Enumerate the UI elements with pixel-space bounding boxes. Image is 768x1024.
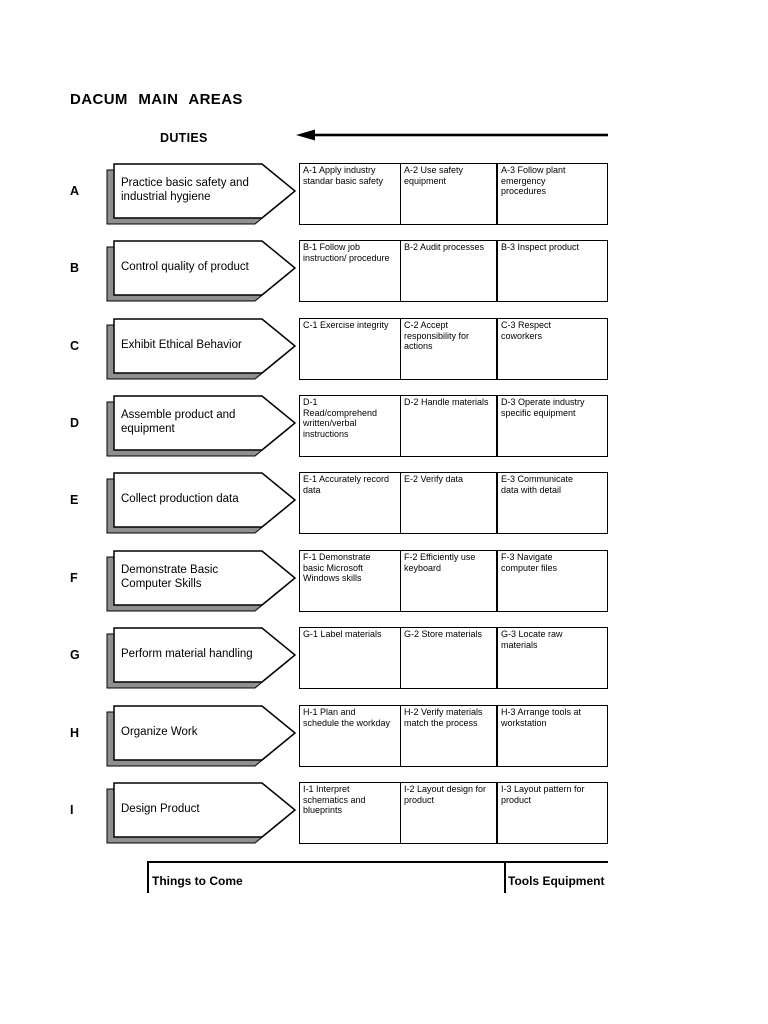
- task-cell: F-2 Efficiently use keyboard: [401, 551, 498, 611]
- task-cell: A-3 Follow plant emergency procedures: [501, 165, 566, 197]
- duty-arrow-shape: [106, 163, 297, 225]
- task-cell: H-3 Arrange tools at workstation: [501, 707, 582, 728]
- task-cells: B-1 Follow job instruction/ procedure B-…: [299, 240, 608, 302]
- arrow-face: [113, 472, 297, 528]
- footer-tick-left: [147, 861, 149, 893]
- task-cell: A-2 Use safety equipment: [401, 164, 498, 224]
- task-cell: G-2 Store materials: [401, 628, 498, 688]
- task-cell: D-3 Operate industry specific equipment: [501, 397, 585, 418]
- duty-title: Practice basic safety and industrial hyg…: [121, 177, 249, 203]
- duty-row-i: I Design Product I-1 Interpret schematic…: [0, 782, 768, 852]
- task-cell: C-3 Respect coworkers: [501, 320, 552, 341]
- duty-letter: D: [70, 416, 80, 430]
- task-cell: I-2 Layout design for product: [401, 783, 498, 843]
- task-cells: E-1 Accurately record data E-2 Verify da…: [299, 472, 608, 534]
- duty-letter: F: [70, 571, 78, 585]
- arrow-face: [113, 318, 297, 374]
- duty-row-e: E Collect production data E-1 Accurately…: [0, 472, 768, 542]
- duty-title: Perform material handling: [121, 648, 253, 661]
- duties-heading: DUTIES: [160, 131, 208, 145]
- task-cell: H-1 Plan and schedule the workday: [300, 706, 401, 766]
- footer-tick-right: [504, 861, 506, 893]
- task-cells: H-1 Plan and schedule the workday H-2 Ve…: [299, 705, 608, 767]
- duty-row-g: G Perform material handling G-1 Label ma…: [0, 627, 768, 697]
- left-arrow-icon: [296, 129, 608, 141]
- task-cells: G-1 Label materials G-2 Store materials …: [299, 627, 608, 689]
- duty-row-c: C Exhibit Ethical Behavior C-1 Exercise …: [0, 318, 768, 388]
- arrow-face: [113, 163, 297, 219]
- task-cell: A-1 Apply industry standar basic safety: [300, 164, 401, 224]
- task-cell: B-1 Follow job instruction/ procedure: [300, 241, 401, 301]
- task-cell: I-1 Interpret schematics and blueprints: [300, 783, 401, 843]
- task-cells: I-1 Interpret schematics and blueprints …: [299, 782, 608, 844]
- duty-letter: G: [70, 648, 80, 662]
- task-cell: G-3 Locate raw materials: [501, 629, 563, 650]
- duty-title: Demonstrate Basic Computer Skills: [121, 564, 219, 590]
- task-cells: A-1 Apply industry standar basic safety …: [299, 163, 608, 225]
- task-cell: B-3 Inspect product: [501, 242, 580, 252]
- task-cell: C-1 Exercise integrity: [300, 319, 401, 379]
- duty-row-f: F Demonstrate Basic Computer Skills F-1 …: [0, 550, 768, 620]
- task-cells: D-1 Read/comprehend written/verbal instr…: [299, 395, 608, 457]
- task-cell: G-1 Label materials: [300, 628, 401, 688]
- footer-label-things-to-come: Things to Come: [152, 874, 243, 888]
- arrow-face: [113, 550, 297, 606]
- task-cells: C-1 Exercise integrity C-2 Accept respon…: [299, 318, 608, 380]
- duty-arrow-shape: [106, 705, 297, 767]
- footer-label-tools-equipment: Tools Equipment: [508, 874, 605, 888]
- task-cell: D-1 Read/comprehend written/verbal instr…: [300, 396, 401, 456]
- duty-letter: I: [70, 803, 74, 817]
- task-cell: H-2 Verify materials match the process: [401, 706, 498, 766]
- duty-arrow-shape: [106, 627, 297, 689]
- duty-arrow-shape: [106, 782, 297, 844]
- task-cell: E-3 Communicate data with detail: [501, 474, 574, 495]
- arrow-face: [113, 240, 297, 296]
- task-cell: F-3 Navigate computer files: [501, 552, 558, 573]
- duty-title: Assemble product and equipment: [121, 409, 236, 435]
- arrow-face: [113, 782, 297, 838]
- duty-row-b: B Control quality of product B-1 Follow …: [0, 240, 768, 310]
- duty-row-h: H Organize Work H-1 Plan and schedule th…: [0, 705, 768, 775]
- duty-title: Exhibit Ethical Behavior: [121, 339, 242, 352]
- duty-letter: C: [70, 339, 80, 353]
- duty-arrow-shape: [106, 472, 297, 534]
- task-cell: B-2 Audit processes: [401, 241, 498, 301]
- task-cell: E-2 Verify data: [401, 473, 498, 533]
- duty-arrow-shape: [106, 550, 297, 612]
- duty-arrow-shape: [106, 240, 297, 302]
- task-cell: E-1 Accurately record data: [300, 473, 401, 533]
- task-cell: F-1 Demonstrate basic Microsoft Windows …: [300, 551, 401, 611]
- arrow-face: [113, 395, 297, 451]
- duty-title: Collect production data: [121, 493, 239, 506]
- duty-row-d: D Assemble product and equipment D-1 Rea…: [0, 395, 768, 465]
- duty-letter: A: [70, 184, 80, 198]
- duty-arrow-shape: [106, 395, 297, 457]
- page-title: DACUM MAIN AREAS: [70, 91, 243, 108]
- task-cells: F-1 Demonstrate basic Microsoft Windows …: [299, 550, 608, 612]
- duty-title: Design Product: [121, 803, 200, 816]
- duty-letter: B: [70, 261, 80, 275]
- duty-arrow-shape: [106, 318, 297, 380]
- arrow-face: [113, 705, 297, 761]
- duty-letter: E: [70, 493, 79, 507]
- task-cell: D-2 Handle materials: [401, 396, 498, 456]
- task-cell: I-3 Layout pattern for product: [501, 784, 585, 805]
- task-cell: C-2 Accept responsibility for actions: [401, 319, 498, 379]
- duty-title: Control quality of product: [121, 261, 249, 274]
- duty-letter: H: [70, 726, 80, 740]
- footer-divider: [147, 861, 608, 863]
- arrow-face: [113, 627, 297, 683]
- duty-title: Organize Work: [121, 726, 198, 739]
- duty-row-a: A Practice basic safety and industrial h…: [0, 163, 768, 233]
